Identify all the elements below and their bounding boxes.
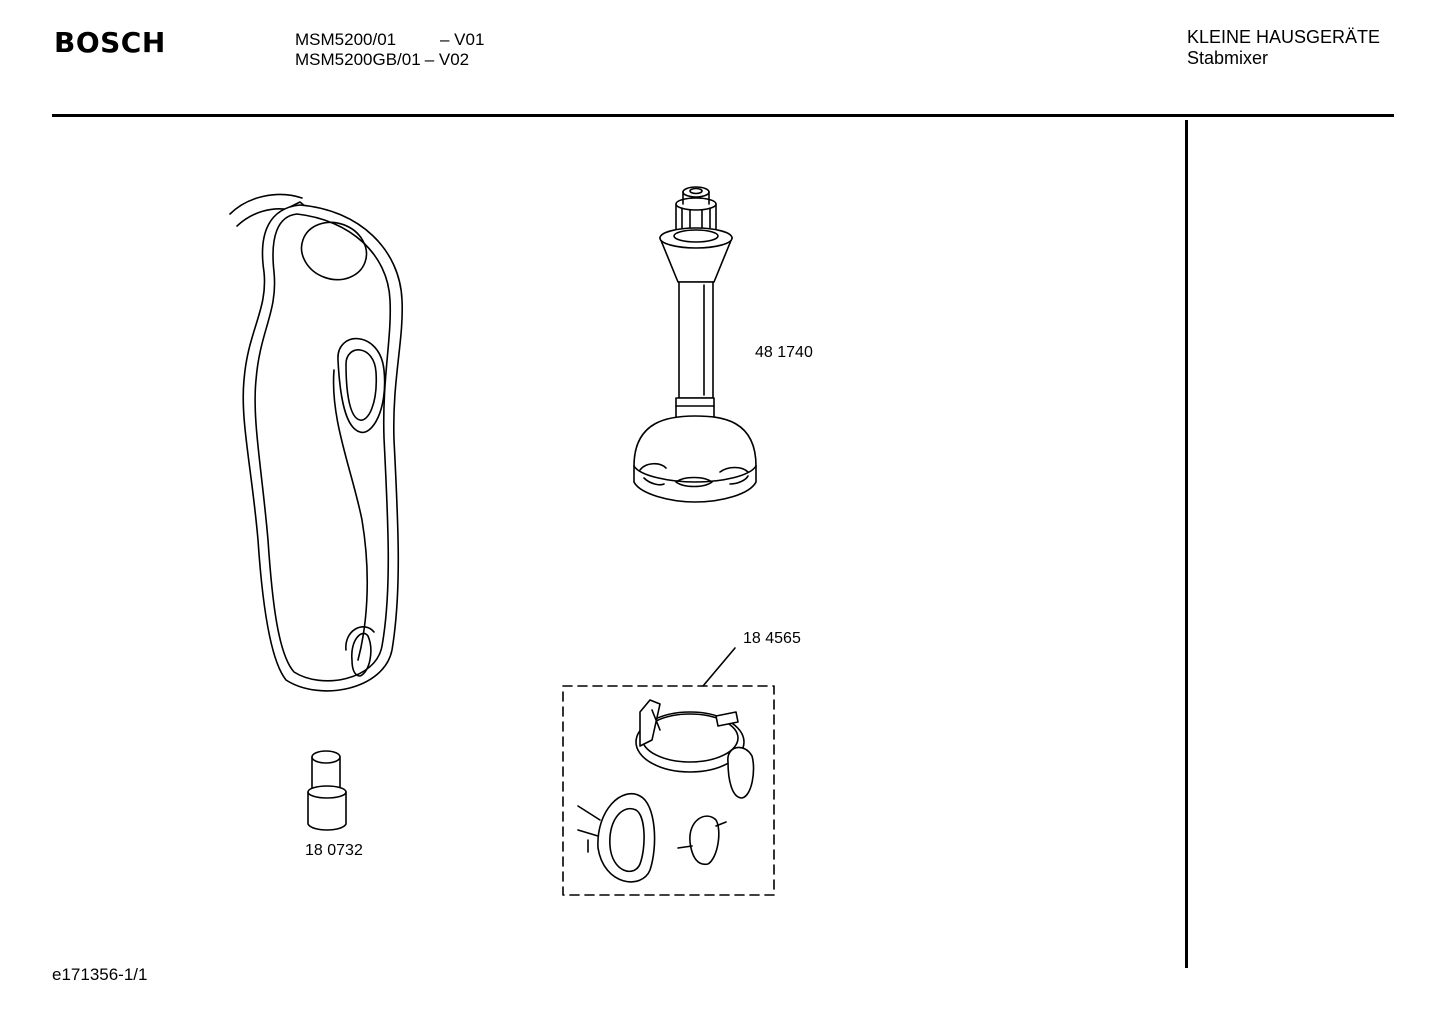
model-version: – V02 [424,50,470,69]
model-code: MSM5200GB/01 [295,50,421,69]
category-block: KLEINE HAUSGERÄTE Stabmixer [1187,27,1380,69]
model-version: – V01 [440,30,485,49]
model-code: MSM5200/01 [295,30,397,49]
category-title: KLEINE HAUSGERÄTE [1187,27,1381,47]
document-id: e171356-1/1 [52,965,148,984]
part-number-label: 18 4565 [743,630,801,647]
header-divider [52,114,1394,117]
part-number-label: 48 1740 [755,344,813,361]
model-list: MSM5200/01 – V01 MSM5200GB/01 – V02 [295,30,484,70]
side-divider [1185,120,1188,968]
bracket-kit-illustration [562,647,775,896]
model-row: MSM5200GB/01 – V02 [295,50,484,70]
part-number-label: 18 0732 [305,842,363,859]
subcategory-title: Stabmixer [1187,48,1269,68]
motor-handle-illustration [229,193,404,692]
blending-foot-illustration [633,186,757,503]
model-row: MSM5200/01 – V01 [295,30,484,50]
coupling-illustration [307,750,347,831]
brand-logo: BOSCH [54,26,166,59]
